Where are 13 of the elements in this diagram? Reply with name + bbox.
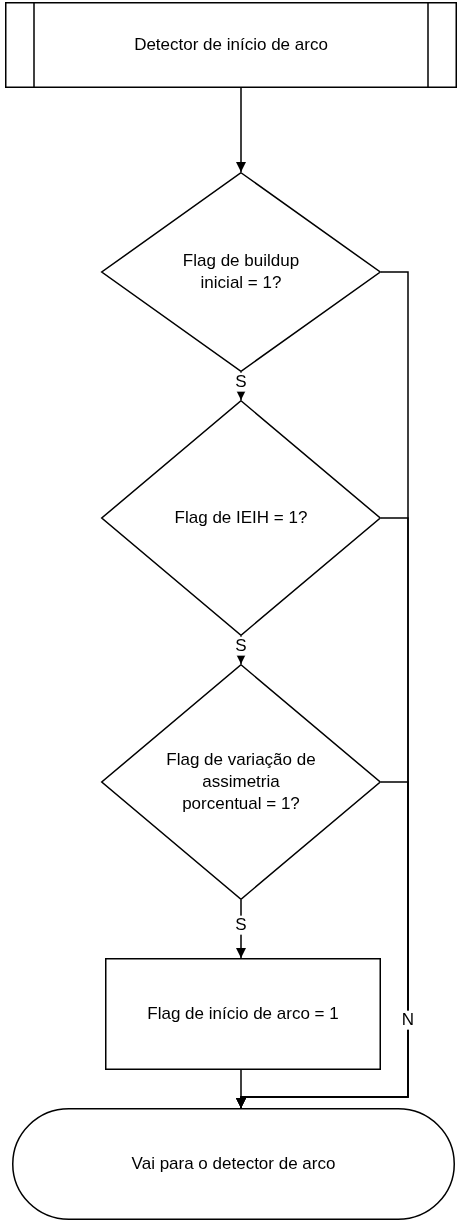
node-text: Vai para o detector de arco — [131, 1152, 336, 1175]
node-text: Flag de variação de assimetria porcentual = 1? — [166, 748, 316, 816]
node-text: Flag de início de arco = 1 — [147, 1002, 339, 1025]
arrow — [235, 87, 247, 173]
arrow — [235, 899, 247, 959]
arrow — [235, 781, 409, 1109]
edge-label: N — [400, 1010, 416, 1030]
node-text: Detector de início de arco — [134, 33, 328, 56]
edge-label: S — [234, 636, 248, 656]
edge-label: S — [234, 915, 248, 935]
node-text: Flag de IEIH = 1? — [174, 506, 308, 529]
edge-label: S — [234, 372, 248, 392]
node-text: Flag de buildup inicial = 1? — [181, 249, 301, 294]
